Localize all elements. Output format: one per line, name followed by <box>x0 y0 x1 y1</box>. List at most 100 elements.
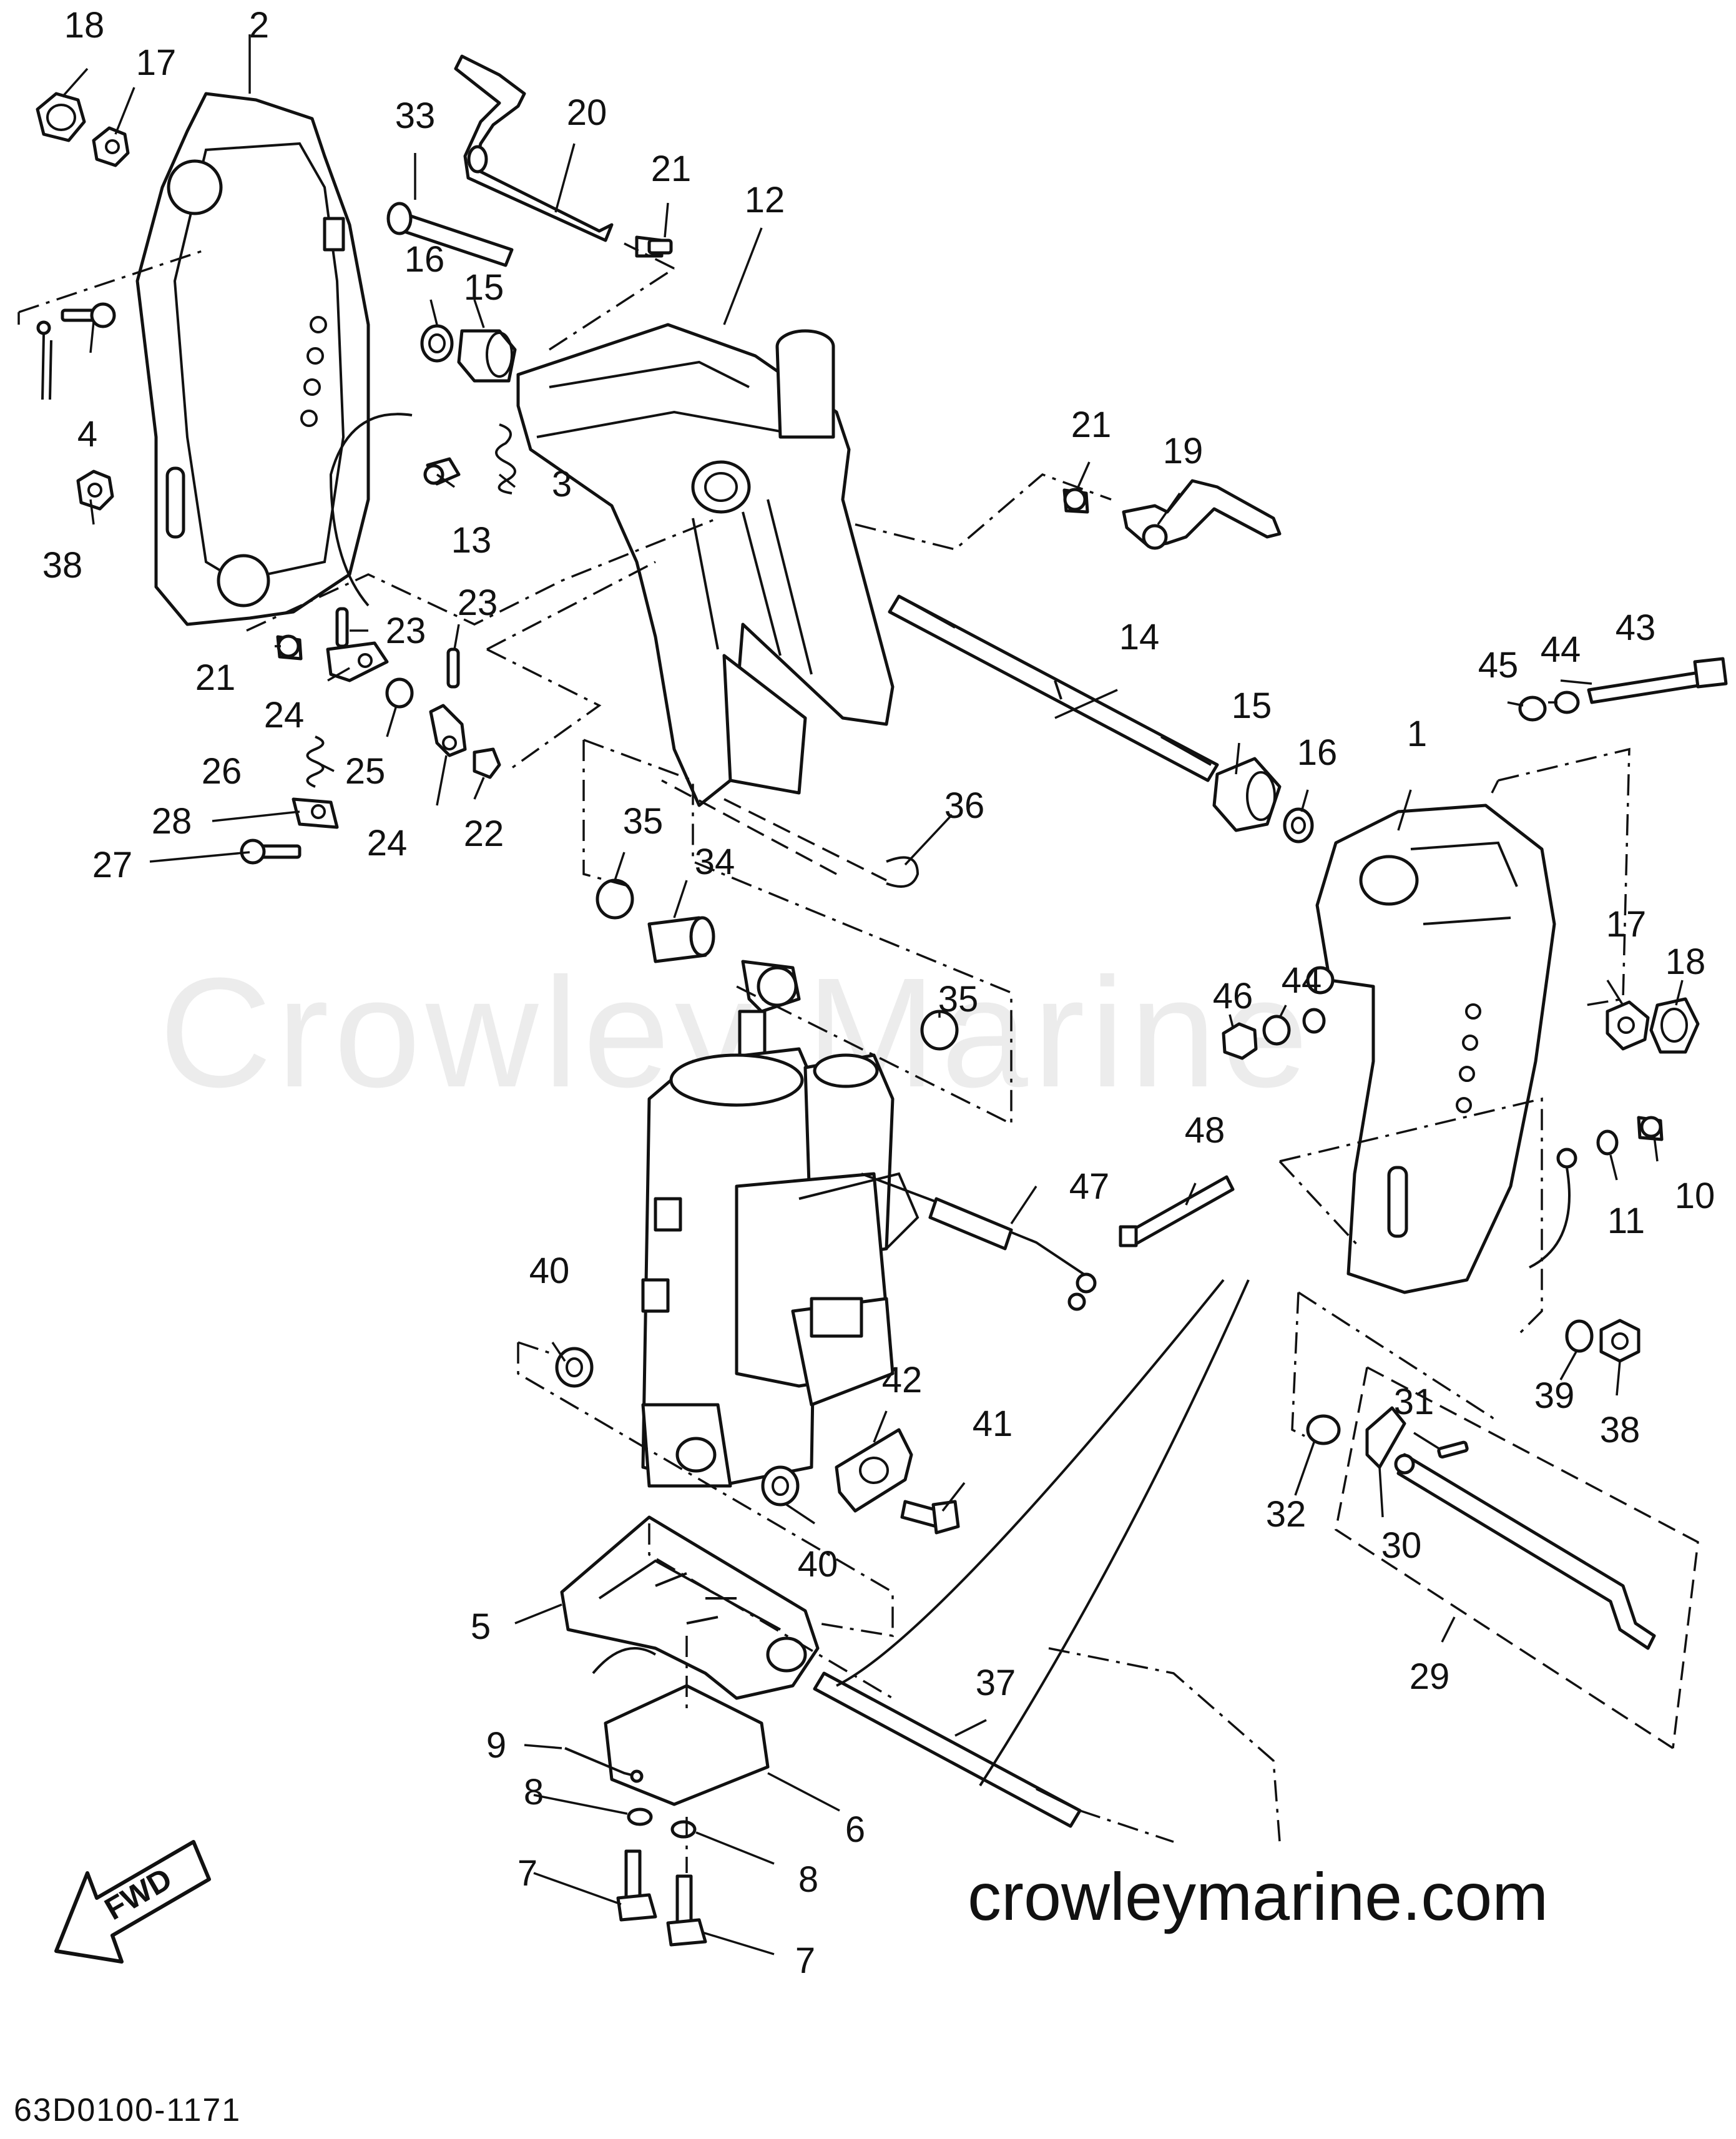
part-39-washer[interactable] <box>1565 1319 1594 1353</box>
ground-lead-left <box>36 320 52 400</box>
part-38-nut-left[interactable] <box>76 470 114 511</box>
part-16-washer-left[interactable] <box>420 324 454 363</box>
part-21-bolt-top[interactable] <box>635 235 673 258</box>
callout-1: 1 <box>1407 714 1427 754</box>
callout-17b: 17 <box>1606 904 1647 945</box>
diagram-code: 63D0100-1171 <box>14 2092 242 2128</box>
power-trim-tilt-unit[interactable] <box>641 960 919 1488</box>
callout-16b: 16 <box>1297 732 1338 773</box>
part-28-bracket[interactable] <box>292 797 339 829</box>
callout-8: 8 <box>524 1772 544 1812</box>
part-30-cam[interactable] <box>1365 1406 1406 1469</box>
callout-23b: 23 <box>458 583 498 623</box>
callout-7: 7 <box>517 1853 537 1894</box>
callout-44: 44 <box>1541 629 1581 670</box>
part-7-bolt-a[interactable] <box>616 1849 657 1922</box>
callout-35: 35 <box>623 801 664 842</box>
callout-30: 30 <box>1381 1525 1422 1566</box>
part-47-lead-wire[interactable] <box>861 1173 1097 1311</box>
callout-labels: 18 2 17 33 20 21 12 16 15 4 3 13 38 21 1… <box>42 5 1715 1981</box>
part-12-swivel-bracket[interactable] <box>516 323 895 807</box>
callout-28: 28 <box>152 801 192 842</box>
part-40-bushing-a[interactable] <box>555 1347 594 1388</box>
part-22-nut[interactable] <box>473 747 501 779</box>
callout-21: 21 <box>651 149 692 189</box>
callout-40b: 40 <box>798 1544 838 1585</box>
callout-27: 27 <box>92 845 133 885</box>
callout-40: 40 <box>529 1251 570 1291</box>
part-21-bolt-right[interactable] <box>1062 488 1089 514</box>
part-37-shaft[interactable] <box>813 1671 1082 1828</box>
callout-44b: 44 <box>1282 960 1322 1001</box>
callout-9: 9 <box>486 1725 506 1766</box>
callout-36: 36 <box>944 785 985 826</box>
callout-45: 45 <box>1478 645 1519 686</box>
part-38-nut-right[interactable] <box>1599 1319 1640 1363</box>
callout-39: 39 <box>1534 1375 1575 1416</box>
callout-41: 41 <box>973 1404 1013 1444</box>
callout-48: 48 <box>1185 1110 1225 1151</box>
callout-10: 10 <box>1675 1176 1715 1216</box>
part-33-pin[interactable] <box>386 202 514 267</box>
part-25-collar[interactable] <box>385 677 414 709</box>
part-20-tilt-lock-lever[interactable] <box>454 54 614 242</box>
callout-29: 29 <box>1410 1656 1450 1697</box>
part-11-washer[interactable] <box>1596 1129 1619 1156</box>
part-41-bolt[interactable] <box>900 1500 960 1535</box>
part-8-washer-b[interactable] <box>670 1820 697 1839</box>
callout-24b: 24 <box>367 823 408 863</box>
part-18-cap-nut-right[interactable] <box>1649 997 1700 1054</box>
part-43-bolt[interactable] <box>1587 657 1728 704</box>
callout-38b: 38 <box>1600 1410 1640 1450</box>
part-27-bolt[interactable] <box>240 838 302 865</box>
part-10-bolt[interactable] <box>1637 1116 1664 1141</box>
part-17-nut-right[interactable] <box>1606 1000 1650 1051</box>
part-19-tilt-lock-lever-right[interactable] <box>1122 479 1282 550</box>
part-29-manual-valve-rod[interactable] <box>1394 1453 1656 1650</box>
part-9-lead-wire[interactable] <box>564 1747 644 1783</box>
part-13-grease-nipple[interactable] <box>423 457 461 486</box>
part-8-washer-a[interactable] <box>627 1807 653 1826</box>
callout-14: 14 <box>1119 617 1160 657</box>
callout-34: 34 <box>695 842 735 882</box>
callout-6: 6 <box>845 1809 865 1850</box>
part-15-bushing-left[interactable] <box>457 329 517 383</box>
part-23-pin-b[interactable] <box>446 647 460 689</box>
callout-21c: 21 <box>195 657 236 698</box>
part-42-plate[interactable] <box>835 1428 913 1513</box>
part-4-bolt[interactable] <box>61 302 116 328</box>
part-32-spring[interactable] <box>1306 1414 1341 1445</box>
callout-17: 17 <box>136 42 177 83</box>
part-23-pin-a[interactable] <box>335 607 349 648</box>
callout-18b: 18 <box>1665 942 1706 982</box>
part-5-lower-mount[interactable] <box>560 1515 820 1700</box>
part-21-bolt-lower[interactable] <box>276 634 303 661</box>
part-31-pin[interactable] <box>1437 1440 1469 1459</box>
callout-43: 43 <box>1616 607 1656 648</box>
part-44-washer-lower[interactable] <box>1262 1008 1326 1046</box>
part-48-cable-tie[interactable] <box>1119 1175 1235 1247</box>
part-36-circlip[interactable] <box>886 856 919 888</box>
part-18-cap-nut-left[interactable] <box>36 92 86 142</box>
part-15-bushing-right[interactable] <box>1212 757 1282 832</box>
part-16-washer-right[interactable] <box>1283 807 1314 843</box>
part-7-bolt-b[interactable] <box>666 1874 707 1947</box>
part-45-washer[interactable] <box>1518 696 1547 722</box>
part-2-clamp-bracket-left[interactable] <box>135 92 370 626</box>
callout-2: 2 <box>249 5 269 46</box>
part-24-lever-b[interactable] <box>429 704 467 757</box>
forward-arrow-icon: FWD <box>54 1840 211 1964</box>
callout-35b: 35 <box>938 979 979 1020</box>
callout-24: 24 <box>264 695 305 735</box>
part-44-washer-top[interactable] <box>1554 691 1580 714</box>
part-46-nut[interactable] <box>1222 1022 1258 1060</box>
part-1-clamp-bracket-right[interactable] <box>1306 804 1556 1294</box>
part-17-nut-left[interactable] <box>92 126 130 167</box>
part-34-sleeve[interactable] <box>647 916 715 963</box>
part-3-spring[interactable] <box>495 423 516 494</box>
part-40-bushing-b[interactable] <box>761 1465 800 1507</box>
website-url[interactable]: crowleymarine.com <box>968 1859 1549 1934</box>
part-14-shaft[interactable] <box>888 594 1219 782</box>
callout-22: 22 <box>464 814 504 854</box>
